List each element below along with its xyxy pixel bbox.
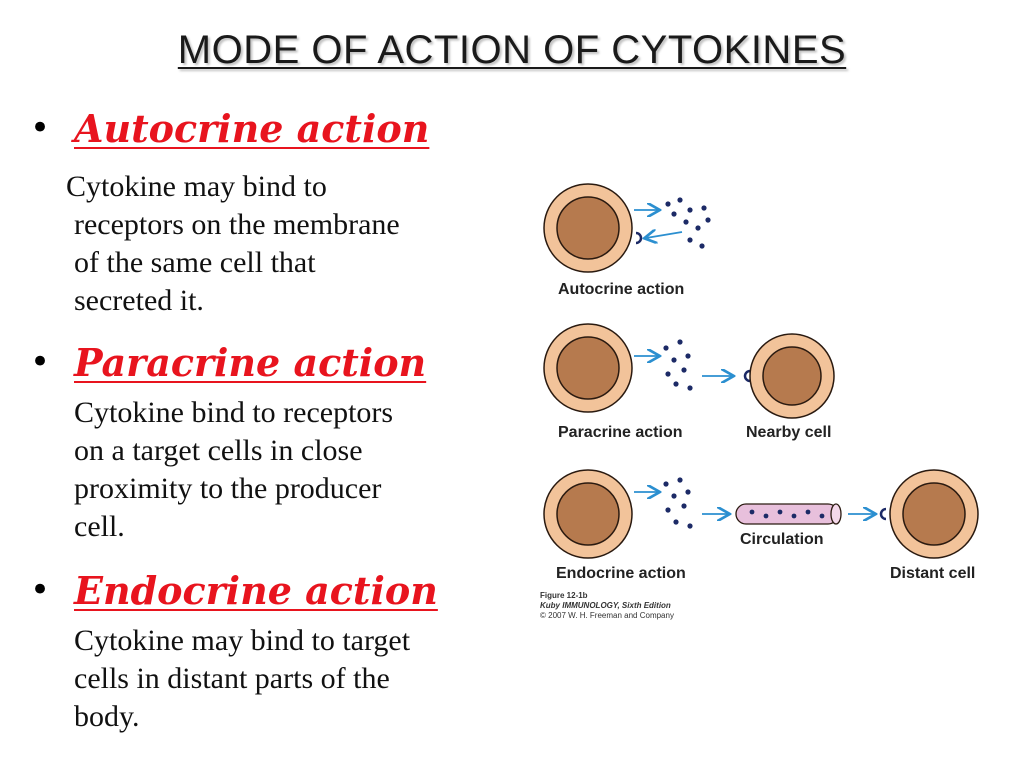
caption-copyright: © 2007 W. H. Freeman and Company [540, 611, 674, 620]
circulation-label: Circulation [740, 531, 824, 548]
page-title: MODE OF ACTION OF CYTOKINES [177, 28, 847, 72]
paracrine-figure-label: Paracrine action [558, 424, 683, 441]
caption-figure-number: Figure 12-1b [540, 591, 588, 600]
producer-cell-icon [543, 469, 633, 559]
nearby-cell-icon [749, 333, 835, 419]
autocrine-heading: Autocrine action [74, 106, 430, 151]
paracrine-heading: Paracrine action [74, 340, 427, 385]
return-arrow-icon [646, 232, 683, 238]
endocrine-heading: Endocrine action [74, 568, 438, 613]
cytokine-dots-icon [663, 339, 693, 391]
receptor-icon [879, 507, 887, 521]
bullet-marker: • [30, 570, 51, 610]
blood-vessel-icon [735, 503, 842, 525]
endocrine-description: Cytokine may bind to target cells in dis… [74, 624, 411, 733]
distant-cell-icon [889, 469, 979, 559]
producer-cell-icon [543, 323, 633, 413]
caption-book-title: Kuby IMMUNOLOGY, Sixth Edition [540, 601, 671, 610]
receptor-icon [743, 369, 751, 383]
cytokine-action-figure: Autocrine action Paracrine action Nearby… [540, 183, 979, 620]
cytokine-dots-icon [663, 477, 693, 529]
bullet-marker: • [30, 342, 51, 382]
distant-cell-label: Distant cell [890, 565, 975, 582]
endocrine-figure-label: Endocrine action [556, 565, 686, 582]
cytokine-dots-icon [665, 197, 711, 249]
producer-cell-icon [543, 183, 633, 273]
autocrine-figure-label: Autocrine action [558, 281, 684, 298]
autocrine-description: Cytokine may bind to receptors on the me… [66, 170, 400, 317]
paracrine-description: Cytokine bind to receptors on a target c… [74, 396, 394, 543]
bullet-marker: • [30, 108, 51, 148]
paracrine-diagram: Paracrine action Nearby cell [543, 323, 835, 441]
nearby-cell-label: Nearby cell [746, 424, 831, 441]
receptor-icon [635, 231, 643, 245]
figure-caption: Figure 12-1b Kuby IMMUNOLOGY, Sixth Edit… [540, 591, 674, 620]
autocrine-diagram: Autocrine action [543, 183, 711, 298]
endocrine-diagram: Circulation Endocrine action Distant cel… [543, 469, 979, 582]
